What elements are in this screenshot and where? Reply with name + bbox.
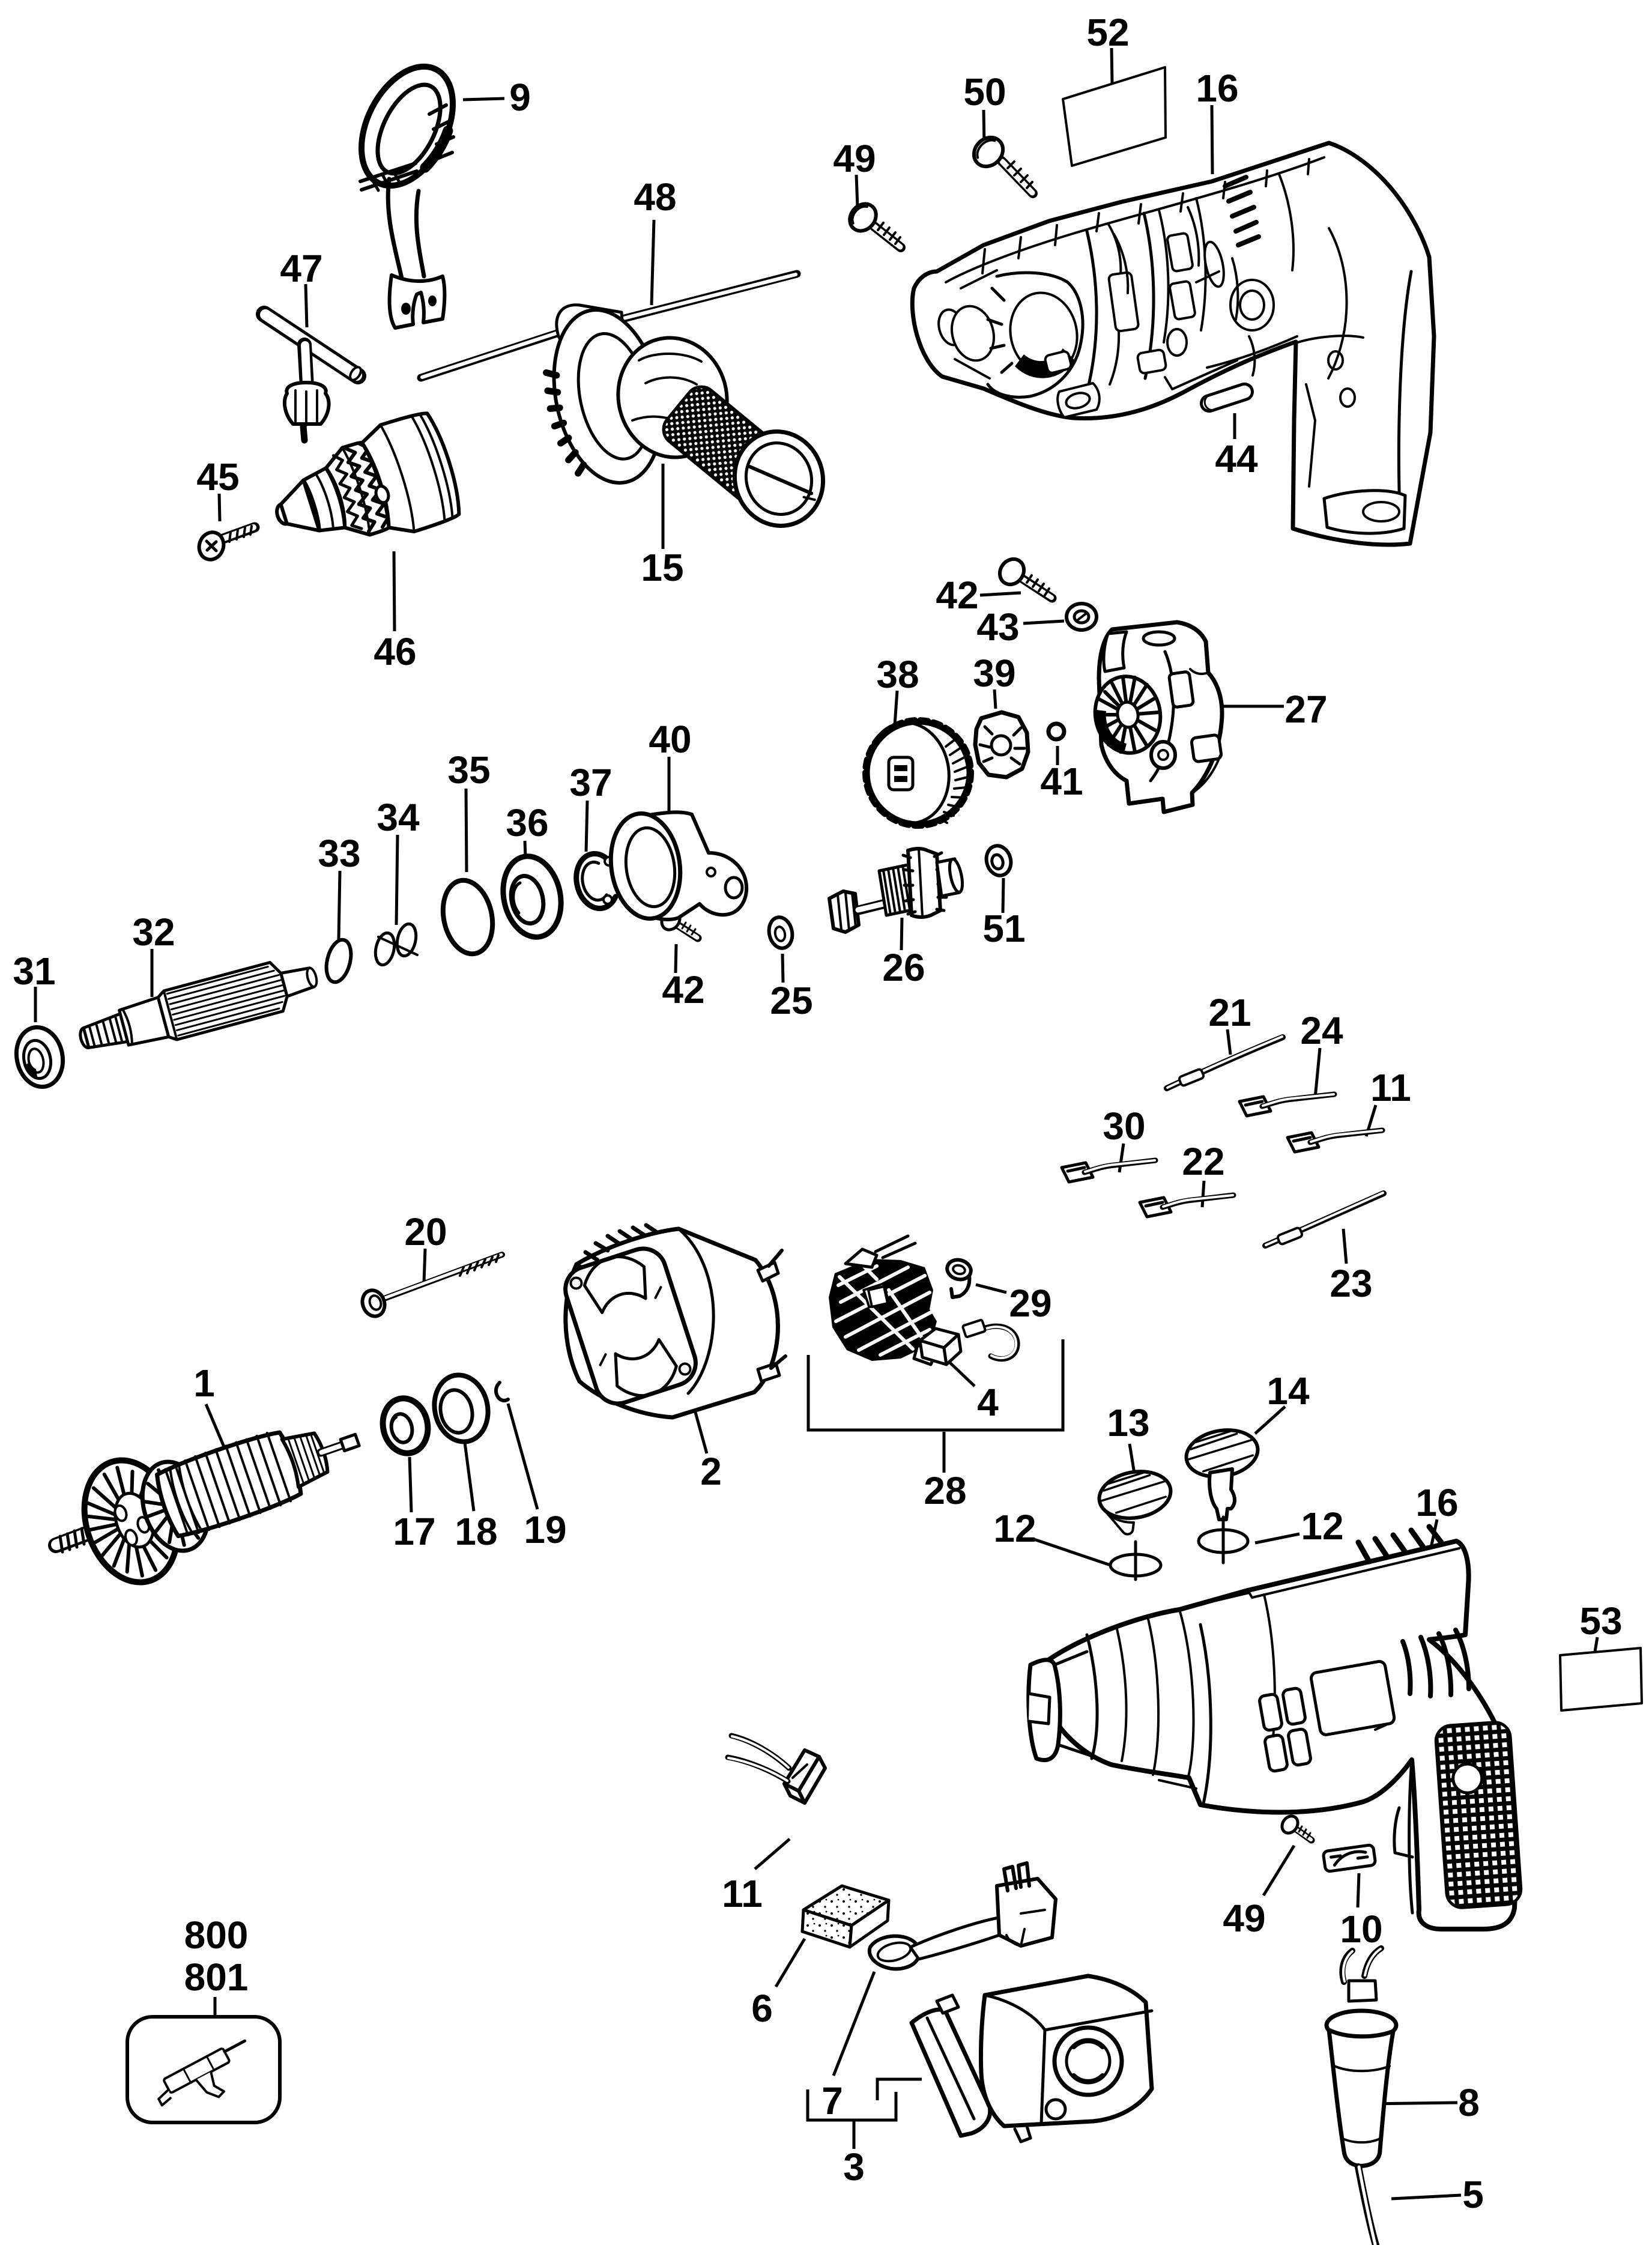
svg-text:28: 28 [924,1469,966,1512]
svg-text:19: 19 [524,1508,566,1551]
svg-text:45: 45 [196,455,239,498]
svg-text:15: 15 [641,546,683,589]
svg-text:4: 4 [977,1381,999,1424]
svg-text:42: 42 [936,574,978,617]
svg-text:53: 53 [1579,1599,1622,1643]
svg-text:7: 7 [821,2079,843,2122]
svg-text:37: 37 [569,761,612,804]
svg-text:52: 52 [1086,11,1129,54]
svg-text:12: 12 [993,1507,1036,1550]
svg-text:25: 25 [770,979,812,1022]
svg-text:43: 43 [976,605,1019,649]
svg-text:8: 8 [1458,2081,1480,2124]
svg-text:3: 3 [843,2145,865,2189]
svg-text:51: 51 [982,907,1025,950]
svg-text:18: 18 [455,1510,497,1553]
svg-text:14: 14 [1266,1369,1310,1413]
svg-text:36: 36 [506,801,548,844]
svg-text:49: 49 [833,137,876,180]
svg-text:9: 9 [509,76,531,119]
svg-text:10: 10 [1340,1907,1382,1951]
svg-text:11: 11 [722,1872,763,1915]
svg-text:16: 16 [1415,1481,1458,1524]
svg-text:47: 47 [280,247,322,290]
svg-text:38: 38 [876,653,919,696]
svg-text:31: 31 [13,950,55,993]
svg-text:29: 29 [1009,1282,1051,1325]
svg-text:17: 17 [393,1510,435,1553]
svg-text:42: 42 [662,968,704,1011]
svg-text:6: 6 [751,1987,773,2030]
svg-text:34: 34 [377,796,420,839]
svg-text:49: 49 [1223,1897,1265,1940]
svg-text:20: 20 [404,1210,447,1253]
svg-text:801: 801 [184,1956,249,1999]
svg-text:30: 30 [1103,1104,1145,1148]
svg-text:23: 23 [1330,1262,1372,1305]
svg-text:26: 26 [882,946,925,989]
svg-text:12: 12 [1301,1504,1343,1548]
svg-text:21: 21 [1208,991,1251,1034]
svg-text:11: 11 [1370,1066,1411,1109]
svg-text:50: 50 [963,70,1006,114]
svg-text:16: 16 [1196,67,1238,110]
svg-text:22: 22 [1182,1140,1224,1183]
svg-text:46: 46 [374,630,416,673]
svg-text:39: 39 [973,652,1015,695]
svg-text:40: 40 [649,718,691,761]
svg-text:27: 27 [1284,688,1327,731]
svg-text:48: 48 [634,175,676,219]
svg-text:13: 13 [1107,1401,1149,1444]
svg-text:44: 44 [1215,437,1258,480]
svg-text:24: 24 [1300,1009,1343,1052]
svg-text:33: 33 [318,832,360,875]
svg-text:5: 5 [1462,2173,1484,2216]
svg-text:32: 32 [132,910,175,954]
svg-text:1: 1 [193,1362,215,1405]
svg-text:2: 2 [700,1450,722,1493]
svg-text:800: 800 [184,1913,249,1957]
svg-text:35: 35 [447,748,490,792]
svg-text:41: 41 [1040,760,1083,803]
